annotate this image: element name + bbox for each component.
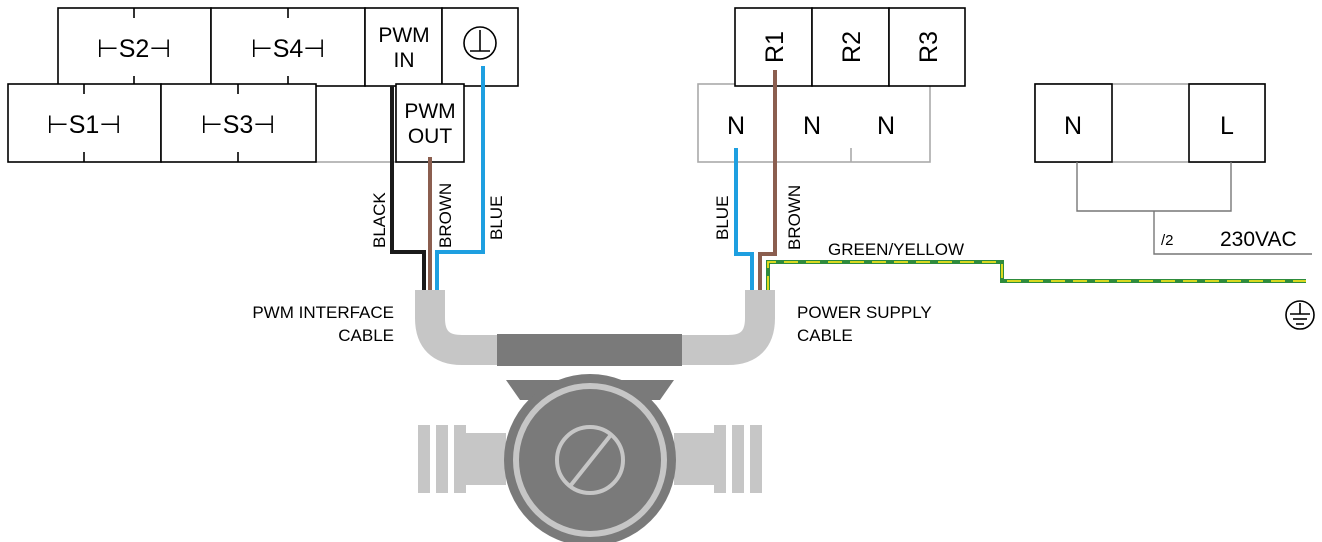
pump-screw-icon [555,425,625,495]
wire-black-label: BLACK [370,192,389,248]
wire-black [390,86,426,290]
terminal-pwm-out [395,83,465,163]
wire-blue-left [435,66,485,290]
mains-feed-line [1153,211,1312,255]
relay-n2-label: N [803,112,821,140]
relay-r2-label: R2 [838,31,866,63]
relay-r1-label: R1 [761,31,789,63]
terminal-r2 [811,7,890,87]
terminal-pwm-in [364,7,443,87]
wire-brown-right-label: BROWN [785,185,804,250]
pwm-cable-label-2: CABLE [338,326,394,345]
terminal-mains-l [1188,83,1266,163]
wire-green-yellow [766,260,1306,290]
terminal-ground [441,7,519,87]
pwm-out-label-1: PWM [404,100,455,123]
mains-voltage-label: 230VAC [1220,228,1297,251]
mains-n-label: N [1064,112,1082,140]
wire-blue-right [734,148,754,290]
earth-icon [1285,300,1315,330]
mains-l-label: L [1220,112,1234,140]
power-supply-cable [680,290,775,365]
pwm-interface-cable [415,290,500,365]
relay-n1-label: N [727,112,745,140]
pump-right-pipe [674,433,714,485]
terminal-s4-label: ⊢S4⊣ [251,35,325,63]
wire-brown-right [758,70,777,290]
relay-terminal-block: N N N R1 R2 R3 [697,7,966,163]
power-cable-label-1: POWER SUPPLY [797,303,932,322]
cables [415,290,775,366]
pwm-in-label-2: IN [394,49,415,72]
pump-left-pipe [466,433,506,485]
power-wires: BLUE BROWN GREEN/YELLOW [713,70,1306,290]
terminal-blank-slot [315,83,397,163]
terminal-s1-label: ⊢S1⊣ [47,111,121,139]
pwm-in-label-1: PWM [378,24,429,47]
terminal-s3-label: ⊢S3⊣ [201,111,275,139]
pump [418,374,762,542]
terminal-r3 [888,7,966,87]
wire-blue-left-label: BLUE [487,196,506,240]
mains-link-line [1076,162,1232,212]
terminal-s2 [57,7,212,87]
pwm-wires: BLACK BROWN BLUE [370,66,506,290]
wire-green-yellow-label: GREEN/YELLOW [828,240,964,259]
cable-connector [497,334,682,366]
power-cable-label-2: CABLE [797,326,853,345]
left-terminal-block: ⊢S2⊣ ⊢S4⊣ PWM IN ⊢S1⊣ ⊢S3⊣ PWM OUT [7,7,519,163]
mains-fuse-label: /2 [1161,232,1174,249]
mains-terminal-block: N L /2 230VAC [1034,83,1312,255]
relay-r3-label: R3 [915,31,943,63]
pwm-cable-label-1: PWM INTERFACE [252,303,394,322]
ground-icon [463,26,497,60]
wire-brown-left-label: BROWN [436,183,455,248]
wire-blue-right-label: BLUE [713,196,732,240]
terminal-s2-label: ⊢S2⊣ [97,35,171,63]
pwm-out-label-2: OUT [408,125,453,148]
terminal-mains-n [1034,83,1113,163]
relay-n3-label: N [877,112,895,140]
